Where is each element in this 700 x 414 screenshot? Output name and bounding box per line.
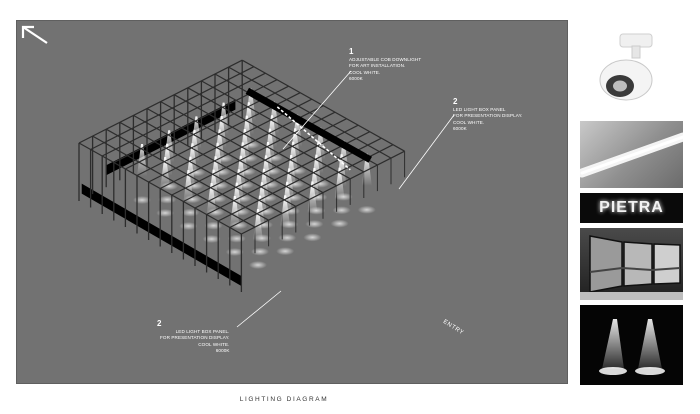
- annotation-number: 1: [349, 47, 354, 56]
- spotlight-beams-icon: [599, 319, 665, 375]
- led-strip-icon: [580, 132, 683, 178]
- annotation-number: 2: [453, 97, 458, 106]
- grid-beam: [92, 135, 256, 228]
- annotation-line: COOL WHITE.: [198, 341, 230, 347]
- grid-beam: [187, 87, 351, 180]
- spotlights-photo: [580, 305, 683, 385]
- light-pool: [251, 247, 269, 256]
- grid-beam: [201, 80, 365, 173]
- light-pool: [227, 234, 246, 243]
- diagram-caption: LIGHTING DIAGRAM: [239, 396, 329, 403]
- leader-line: [398, 114, 455, 190]
- annotation-line: ADJUSTABLE COB DOWNLIGHT: [349, 57, 422, 62]
- annotation-downlight: 1 ADJUSTABLE COB DOWNLIGHT FOR ART INSTA…: [349, 47, 421, 83]
- light-box-highlight: [276, 106, 351, 171]
- light-pool: [357, 205, 376, 214]
- diagram-panel: 1 ADJUSTABLE COB DOWNLIGHT FOR ART INSTA…: [16, 20, 568, 384]
- grid-beam: [241, 59, 405, 152]
- light-pool: [303, 233, 322, 242]
- light-pool: [330, 219, 349, 228]
- grid-beam: [133, 114, 297, 207]
- columns-layer: [78, 60, 406, 292]
- light-pool: [332, 206, 351, 215]
- leader-line: [282, 70, 352, 150]
- annotation-line: FOR PRESENTATION DISPLAY.: [160, 335, 230, 341]
- annotation-line: LED LIGHT BOX PANEL: [453, 107, 506, 112]
- grid-beam: [146, 107, 310, 201]
- light-box-gallery-photo: [580, 228, 683, 300]
- light-pool: [158, 195, 177, 204]
- grid-beam: [78, 142, 242, 235]
- light-pool: [204, 221, 223, 230]
- annotation-light-box-bottom: 2 LED LIGHT BOX PANEL. FOR PRESENTATION …: [157, 319, 230, 355]
- downlight-fixture-icon: [599, 33, 653, 101]
- entry-arrow-icon: [21, 25, 48, 44]
- annotation-line: FOR ART INSTALLATION.: [349, 63, 406, 69]
- grid-beam: [160, 101, 324, 194]
- grid-beam: [105, 128, 269, 221]
- annotation-line: COOL WHITE.: [453, 119, 485, 125]
- grid-beam: [228, 66, 392, 159]
- light-pool: [305, 220, 324, 228]
- led-strip-photo: [580, 121, 683, 188]
- grid-beam: [119, 121, 283, 214]
- annotation-line: COOL WHITE.: [349, 69, 381, 75]
- annotation-line: 6000K: [453, 126, 467, 132]
- isometric-grid-diagram: [78, 59, 455, 328]
- annotation-line: 6000K: [215, 348, 230, 354]
- light-pool: [181, 208, 200, 217]
- light-box-panels-icon: [580, 235, 683, 300]
- leader-line: [236, 290, 282, 328]
- downlight-photo: [580, 20, 683, 116]
- light-pool: [278, 233, 297, 242]
- light-box-band-back: [245, 87, 372, 163]
- pietra-sign: PIETRA: [580, 193, 683, 223]
- light-pool: [249, 261, 267, 269]
- ceiling-grid: [78, 59, 405, 235]
- grid-beam: [173, 94, 337, 187]
- light-pool: [276, 247, 295, 256]
- light-box-band-front: [81, 183, 242, 286]
- leader-lines: [236, 70, 455, 328]
- annotation-line: 6000K: [349, 76, 363, 82]
- annotation-number: 2: [157, 319, 162, 328]
- annotation-light-box-top: 2 LED LIGHT BOX PANEL FOR PRESENTATION D…: [453, 97, 523, 133]
- annotation-line: LED LIGHT BOX PANEL.: [175, 329, 230, 334]
- annotation-line: FOR PRESENTATION DISPLAY.: [453, 113, 523, 119]
